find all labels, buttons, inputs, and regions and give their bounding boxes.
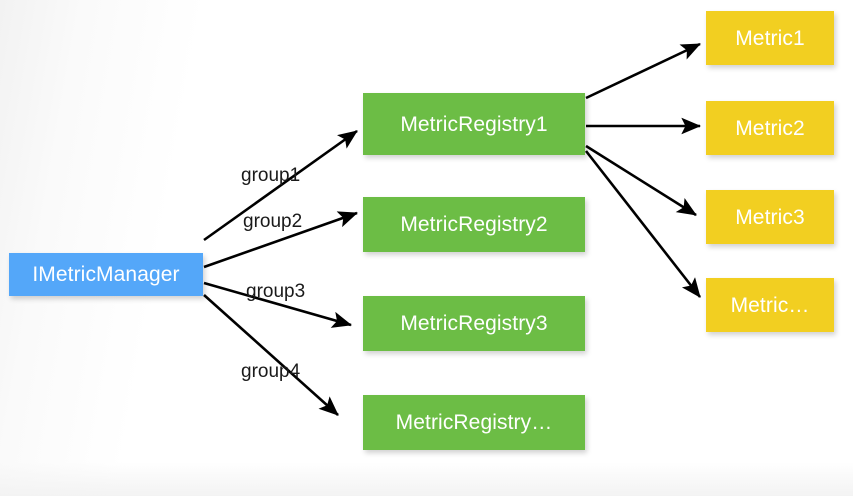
- node-metricregistry1-label: MetricRegistry1: [400, 112, 548, 136]
- edge-group3: [203, 281, 352, 328]
- node-metricregistry-more-label: MetricRegistry…: [395, 411, 553, 434]
- node-metric-more[interactable]: Metric…: [706, 278, 834, 332]
- node-metric1-label: Metric1: [735, 26, 805, 50]
- node-metric3-label: Metric3: [735, 205, 805, 229]
- node-metricregistry1[interactable]: MetricRegistry1: [363, 93, 585, 155]
- edge-registry1-metric3: [585, 144, 697, 217]
- edge-group4: [203, 294, 339, 416]
- node-imetricmanager[interactable]: IMetricManager: [9, 253, 203, 296]
- edge-registry1-metric4: [584, 150, 702, 298]
- node-metric-more-label: Metric…: [730, 293, 810, 317]
- node-imetricmanager-label: IMetricManager: [32, 263, 180, 286]
- node-metricregistry3[interactable]: MetricRegistry3: [363, 296, 585, 351]
- node-metric3[interactable]: Metric3: [706, 190, 834, 244]
- node-metricregistry2[interactable]: MetricRegistry2: [363, 197, 585, 252]
- group-edges: [203, 129, 358, 416]
- edge-registry1-metric1: [585, 42, 701, 100]
- node-metricregistry3-label: MetricRegistry3: [400, 312, 548, 335]
- edge-group1: [203, 129, 358, 242]
- node-metric2[interactable]: Metric2: [706, 101, 834, 155]
- node-metricregistry2-label: MetricRegistry2: [400, 213, 548, 236]
- edge-group2: [203, 211, 358, 269]
- node-metric1[interactable]: Metric1: [706, 11, 834, 65]
- node-metricregistry-more[interactable]: MetricRegistry…: [363, 395, 585, 450]
- node-metric2-label: Metric2: [735, 116, 805, 140]
- metric-edges: [584, 42, 702, 298]
